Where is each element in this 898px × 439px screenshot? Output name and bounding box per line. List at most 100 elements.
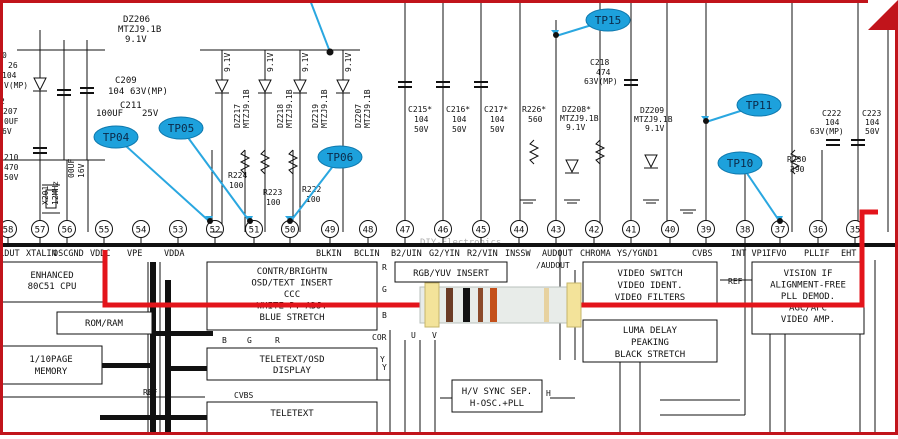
crystal-x201-icon (42, 184, 60, 214)
label-c209-value: 104 (108, 87, 124, 97)
block-luma-line: PEAKING (631, 338, 669, 348)
zener-dz208-icon (565, 159, 579, 174)
block-hv_sync-line: H-OSC.+PLL (470, 399, 524, 409)
pin-number: 50 (285, 226, 296, 236)
cap-c209-icon (57, 89, 71, 96)
signal-label-ref: REF (143, 388, 158, 397)
pin-number: 38 (740, 226, 751, 236)
pin-name: BCLIN (354, 249, 380, 259)
block-vision_if-line: VIDEO AMP. (781, 315, 835, 325)
pin-name: IFVO (766, 249, 786, 259)
pin-name: VDDA (164, 249, 184, 259)
pin-name: VDDC (90, 249, 110, 259)
label-dz217: DZ217 (233, 104, 242, 128)
label-c210-value: 470 (4, 163, 19, 172)
pin-51: 51 (245, 220, 263, 243)
label-c217-rating: 50V (490, 125, 505, 134)
ground-icon (643, 199, 659, 204)
pin-name: XTALIN (26, 249, 57, 259)
label-left-partial: 26 (8, 61, 18, 70)
pin-number: 57 (35, 226, 46, 236)
label-dz219: DZ219 (311, 104, 320, 128)
highlight-wire (102, 209, 878, 308)
label-dz209-part: MTZJ9.1B (634, 115, 673, 124)
label-c209: C209 (115, 76, 137, 86)
zener-dz219-icon (293, 79, 307, 94)
label-r222-value: 100 (306, 195, 321, 204)
label-c215: C215* (408, 105, 432, 114)
ground-group (210, 199, 696, 233)
label-c211: C211 (120, 101, 142, 111)
pin-name: PLLIF (804, 249, 830, 259)
pin-name: G2/YIN (429, 249, 460, 259)
cpu-bus-h3 (100, 363, 150, 368)
block-vision_if-line: ALIGNMENT-FREE (770, 281, 846, 291)
cap-c217-icon (474, 81, 488, 88)
cpu-bus-a (150, 262, 156, 435)
label-c211-value: 100UF (96, 109, 123, 119)
label-r224: R224 (228, 171, 247, 180)
zener-dz217-icon (215, 79, 229, 94)
block-contrast-line: CONTR/BRIGHTN (257, 267, 327, 277)
block-rgb-yuv (394, 261, 508, 283)
label-r230-value: 390 (790, 165, 805, 174)
signal-label-cvbs: CVBS (234, 391, 253, 400)
pin-50: 50 (281, 220, 299, 243)
label-r230: R230 (787, 155, 806, 164)
pin-name: AUDOUT (542, 249, 573, 259)
zener-dz218-icon (258, 79, 272, 94)
pin-number: 35 (850, 226, 861, 236)
block-cpu-line: 80C51 CPU (28, 282, 77, 292)
label-left-partial: V(MP) (4, 81, 28, 90)
block-page-mem (0, 345, 103, 385)
pin-number: 40 (665, 226, 676, 236)
label-c218: C218 (590, 58, 609, 67)
label-c222-value: 104 (825, 118, 840, 127)
label-c212-value: 00UF (67, 159, 76, 178)
cap-c223-icon (851, 139, 865, 146)
pin-number: 43 (551, 226, 562, 236)
label-c217: C217* (484, 105, 508, 114)
zener-dz206-icon (33, 77, 47, 92)
label-c223: C223 (862, 109, 881, 118)
block-luma-line: BLACK STRETCH (615, 350, 685, 360)
pin-number: 36 (813, 226, 824, 236)
label-dz218: DZ218 (276, 104, 285, 128)
signal-label-y: Y (380, 355, 385, 364)
watermark-text: DIY-Electronics (420, 238, 501, 248)
zener-group (33, 77, 658, 174)
block-cpu-line: ENHANCED (30, 271, 73, 281)
label-dz207-voltage: 9.1V (344, 53, 353, 72)
cap-c222-icon (826, 139, 840, 146)
block-contrast (206, 261, 378, 331)
label-dz208-voltage: 9.1V (566, 123, 585, 132)
label-left-partial: 207 (3, 107, 18, 116)
label-c216-rating: 50V (452, 125, 467, 134)
label-x201-freq: 12MHz (51, 181, 60, 205)
block-hv-sync (451, 379, 543, 413)
block-contrast-line: CCC (284, 290, 300, 300)
block-page_mem-line: MEMORY (35, 367, 68, 377)
pin-name: OSCGND (53, 249, 84, 259)
cap-c216-icon (436, 81, 450, 88)
label-dz209-voltage: 9.1V (645, 124, 664, 133)
signal-label-in_audout: /AUDOUT (536, 261, 570, 270)
block-vision_if-line: VISION IF (784, 269, 833, 279)
pin-number: 41 (626, 226, 637, 236)
signal-label-g: G (247, 336, 252, 345)
pin-number: 56 (62, 226, 73, 236)
resistor-r230-icon (789, 149, 801, 175)
label-r226: R226* (522, 105, 546, 114)
label-c218-value: 474 (596, 68, 611, 77)
